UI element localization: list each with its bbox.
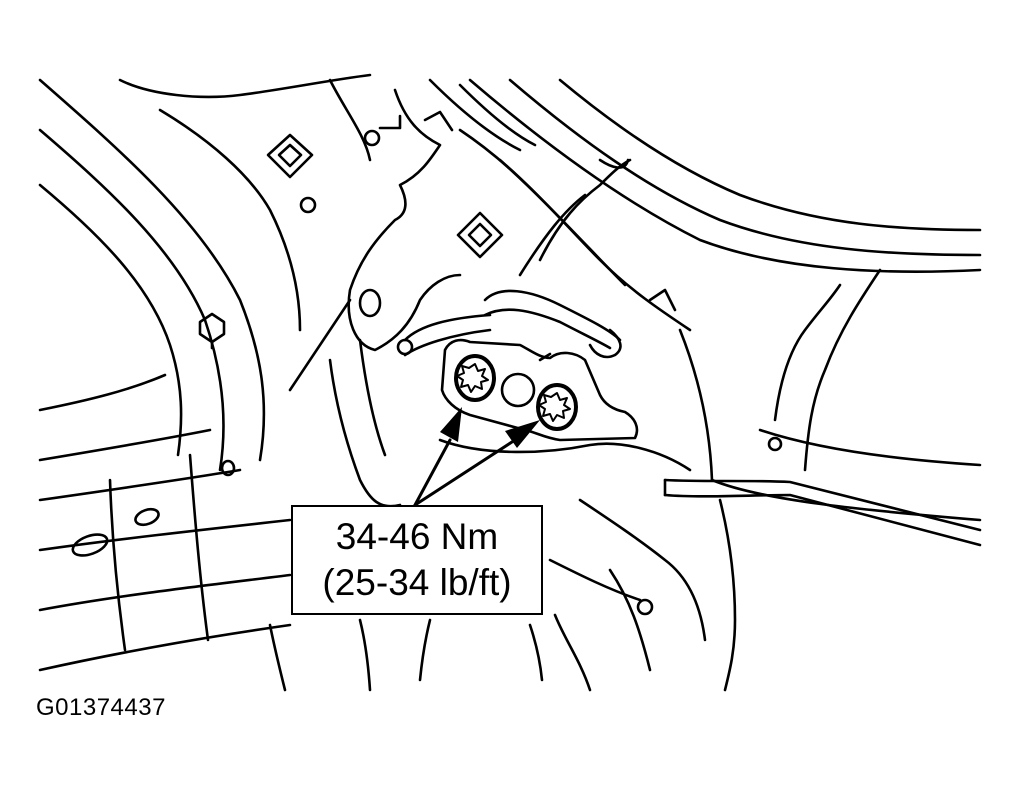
right-roof-rail xyxy=(458,78,982,692)
torque-callout: 34-46 Nm (25-34 lb/ft) xyxy=(291,505,543,615)
torque-nm-label: 34-46 Nm xyxy=(335,516,499,557)
torque-lbft-label: (25-34 lb/ft) xyxy=(322,562,512,603)
left-body-panel xyxy=(38,78,292,672)
star-bolt-icon xyxy=(454,354,496,402)
lower-floor-panels xyxy=(268,298,707,692)
wire-harness xyxy=(396,158,982,547)
callout-arrow xyxy=(413,420,540,507)
callout-arrow xyxy=(413,407,462,507)
star-bolt-icon xyxy=(536,383,578,431)
upper-bracket-panel xyxy=(118,73,537,352)
figure-id: G01374437 xyxy=(36,694,166,721)
